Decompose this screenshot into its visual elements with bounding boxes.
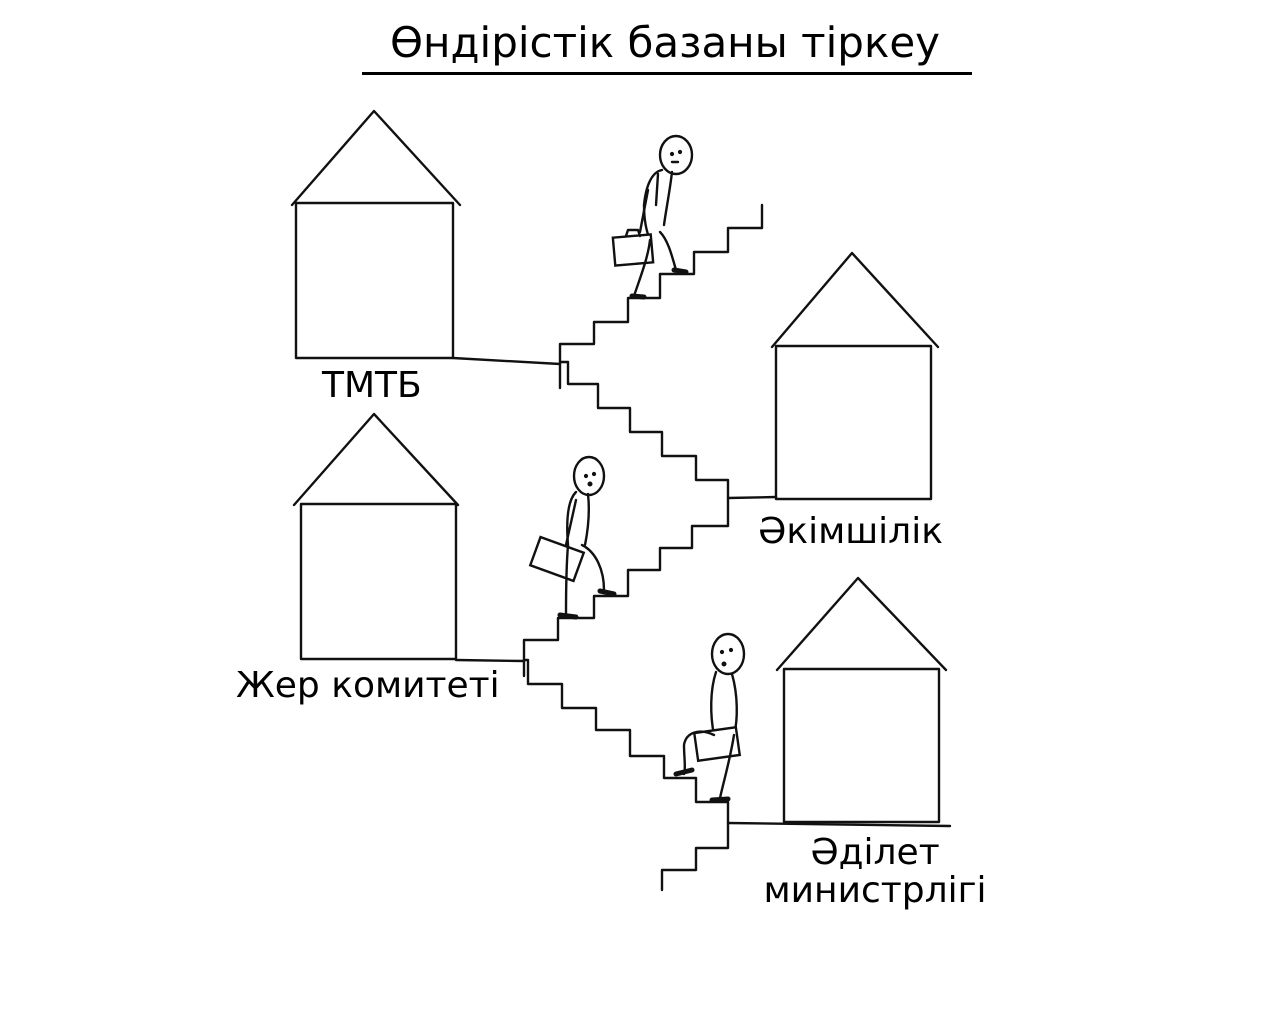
label-adilet-line1: Әділет (810, 832, 940, 873)
house-akimshilik (726, 251, 940, 501)
label-tmtb: ТМТБ (322, 365, 422, 406)
person-figure-bottom (673, 632, 746, 803)
staircase (522, 203, 764, 892)
label-adilet-line2: министрлігі (763, 869, 987, 911)
house-adilet (726, 576, 952, 828)
label-jer-komiteti: Жер комитеті (236, 665, 500, 706)
label-akimshilik: Әкімшілік (758, 511, 943, 552)
title-underline (362, 72, 972, 75)
person-figure-top (611, 134, 694, 300)
page-title: Өндірістік базаны тіркеу (389, 18, 941, 67)
house-tmtb (290, 109, 562, 366)
label-adilet-ministrligi: Әділет министрлігі (760, 834, 990, 910)
person-figure-middle (528, 455, 617, 620)
house-jer-komiteti (292, 412, 526, 663)
